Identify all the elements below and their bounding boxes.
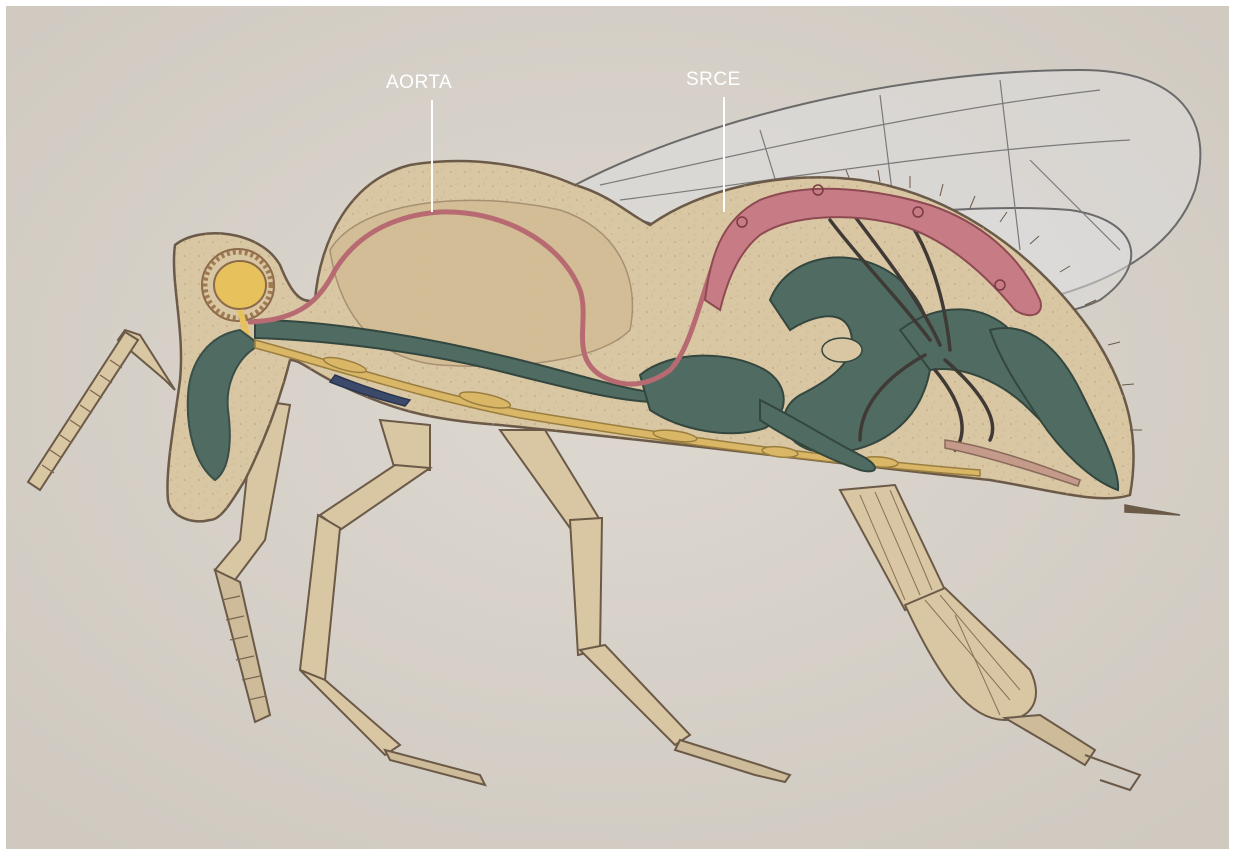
aorta-label: AORTA	[386, 73, 452, 92]
srce-label: SRCE	[686, 70, 741, 89]
ventriculus-lumen	[822, 338, 862, 362]
